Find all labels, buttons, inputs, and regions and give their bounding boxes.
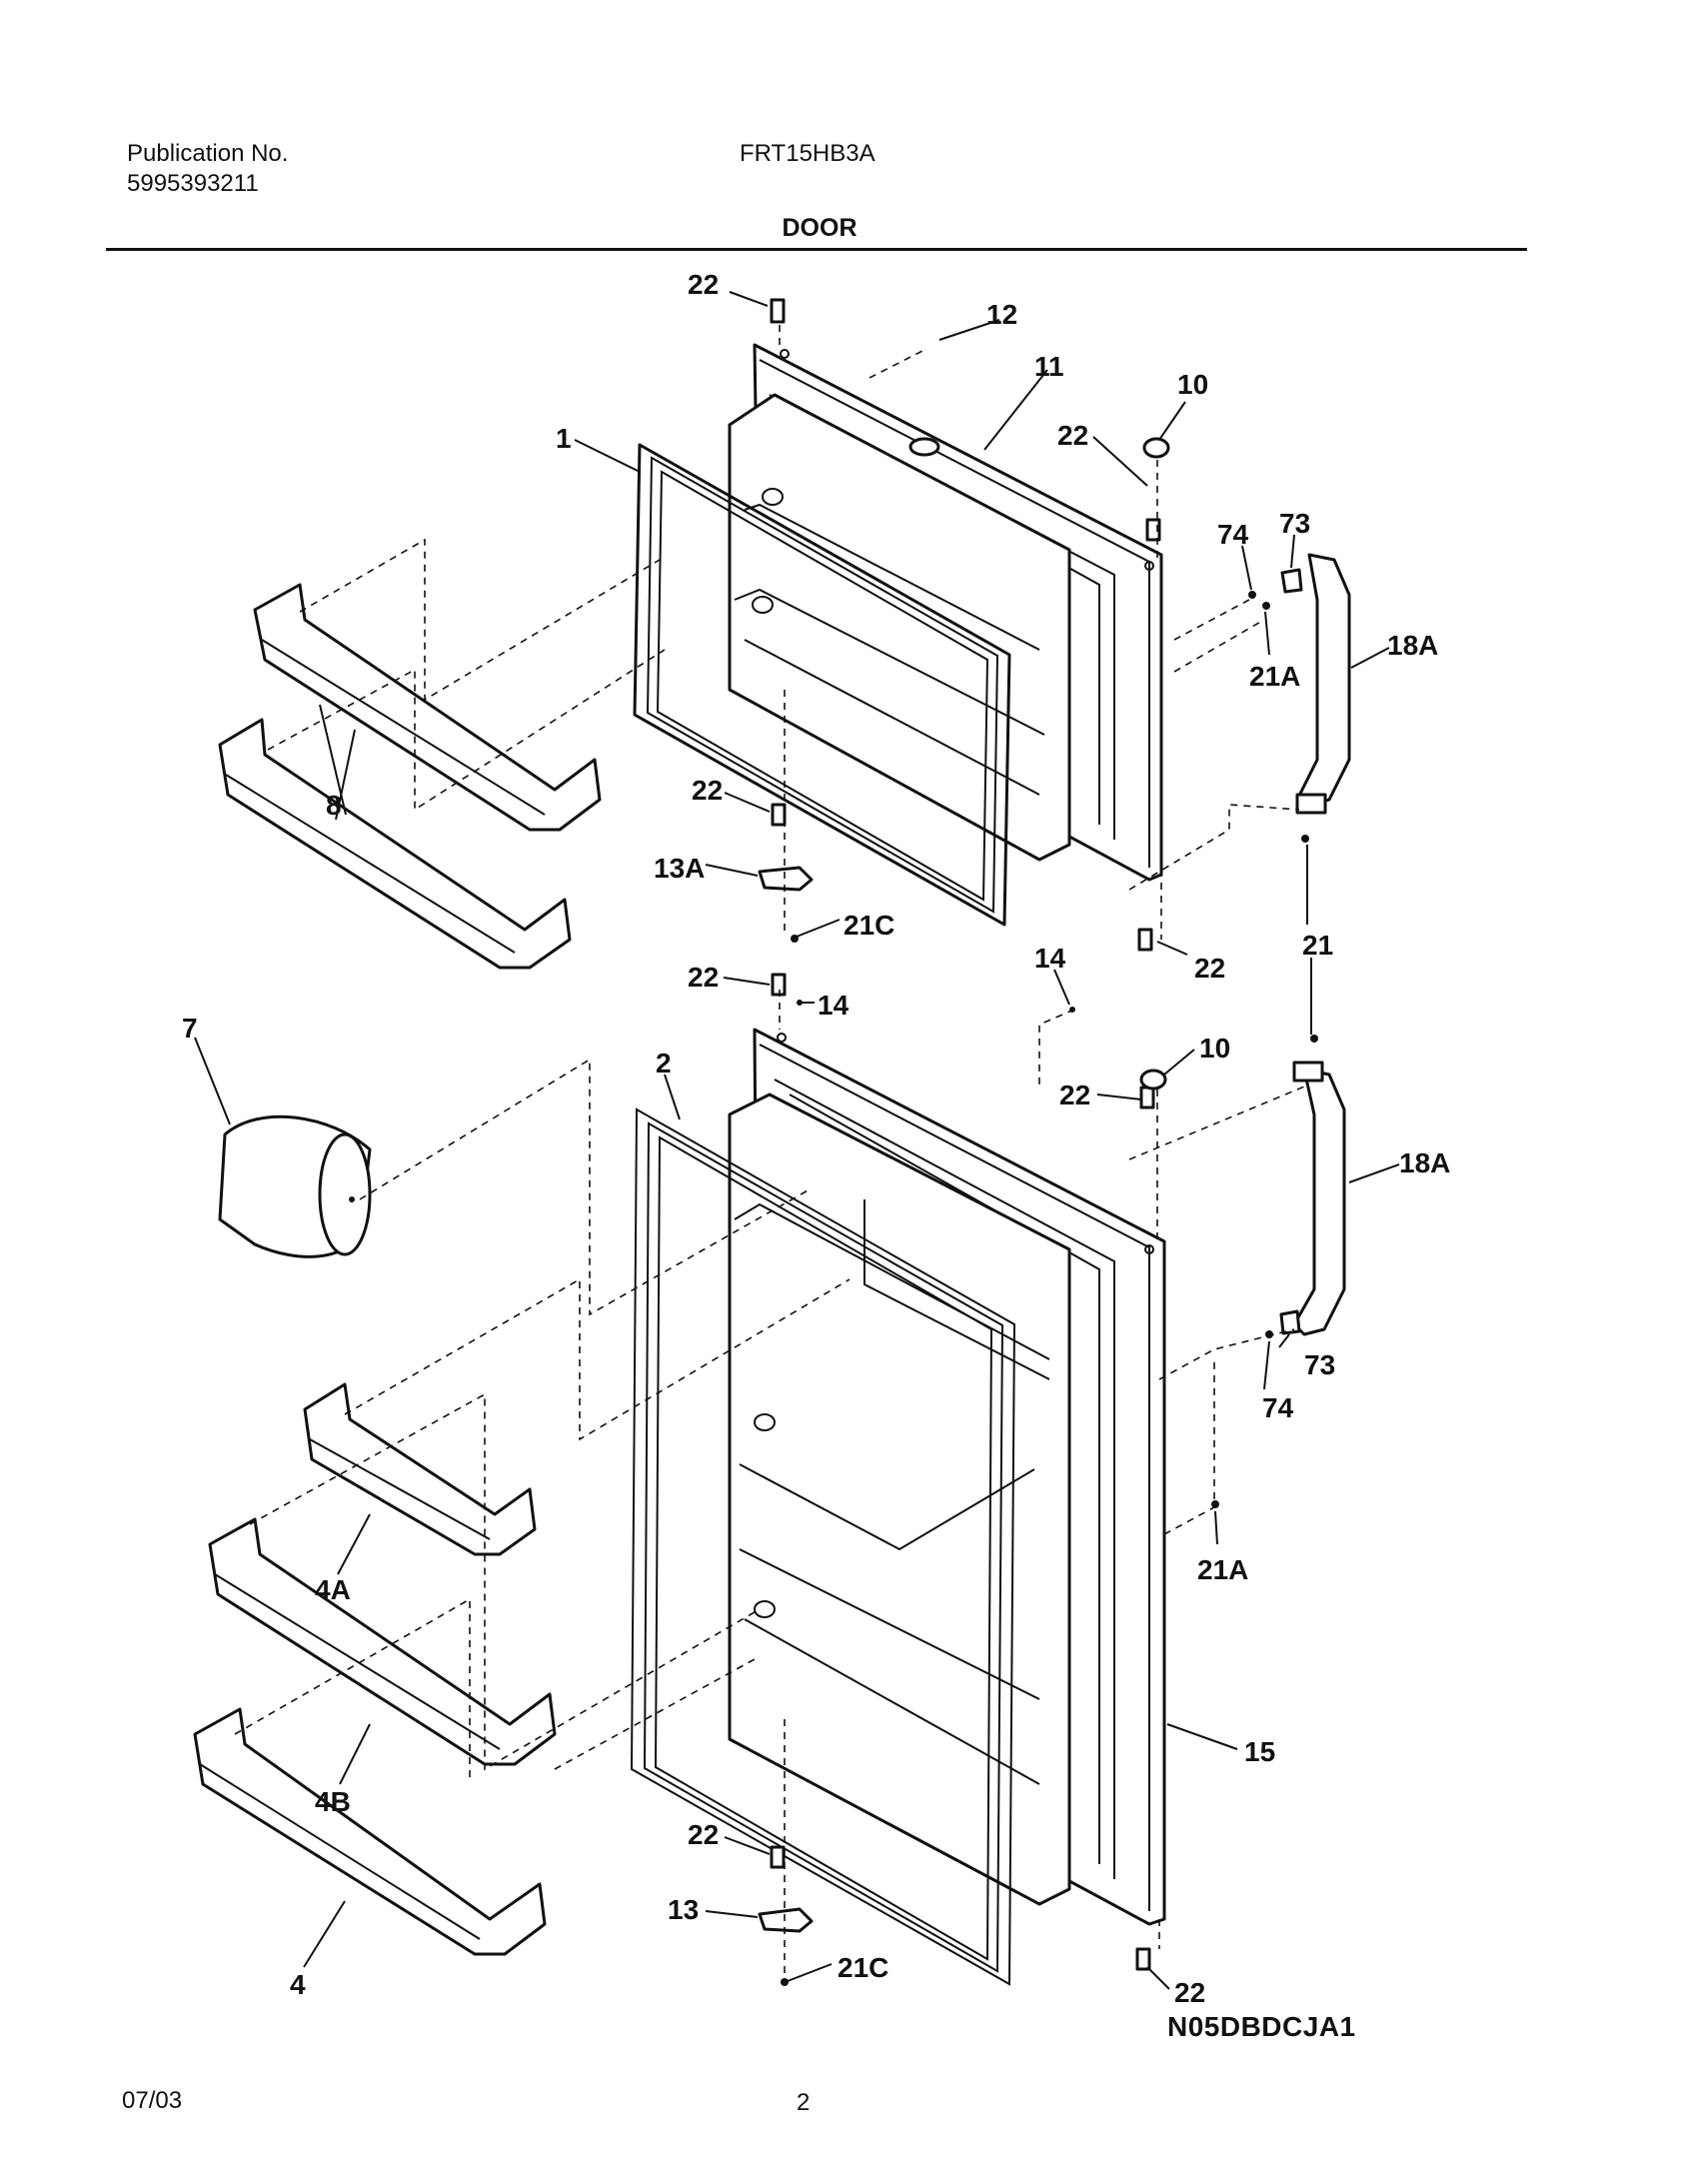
freezer-shelf-8-bottom <box>218 718 572 970</box>
callout-13: 13 <box>668 1894 699 1925</box>
callout-22-fresh-bottom: 22 <box>688 1819 719 1850</box>
callout-22-freezer-bottom: 22 <box>692 775 723 806</box>
callout-18a-bottom: 18A <box>1399 1147 1450 1178</box>
callout-labels: 22 12 11 10 22 1 74 73 21A 18A 8 22 13A … <box>182 269 1450 2008</box>
model-number: FRT15HB3A <box>740 140 875 167</box>
header-rule <box>106 248 1527 251</box>
fresh-food-gasket <box>630 1107 1016 1986</box>
figure-code: N05DBDCJA1 <box>1167 2011 1356 2042</box>
callout-10-top: 10 <box>1177 369 1208 400</box>
dairy-bin-7 <box>218 1114 372 1258</box>
footer-date: 07/03 <box>122 2087 183 2114</box>
freezer-door-liner <box>728 393 1071 862</box>
callout-18a-top: 18A <box>1387 630 1438 661</box>
callout-22-fresh-hinge: 22 <box>1174 1977 1205 2008</box>
callout-13a: 13A <box>654 853 705 884</box>
shelf-4 <box>193 1707 547 1956</box>
callout-22-freezer-hinge: 22 <box>1194 953 1225 984</box>
callout-74-bottom: 74 <box>1262 1392 1294 1423</box>
callout-21c-top: 21C <box>844 910 894 941</box>
callout-21c-bottom: 21C <box>838 1952 888 1983</box>
callout-14-left: 14 <box>818 990 850 1021</box>
callout-11: 11 <box>1034 351 1064 382</box>
callout-2: 2 <box>656 1048 672 1079</box>
callout-74-top: 74 <box>1217 519 1249 550</box>
callout-14-right: 14 <box>1034 943 1066 974</box>
callout-22-top: 22 <box>688 269 719 300</box>
callout-15: 15 <box>1244 1736 1275 1767</box>
publication-label: Publication No. <box>127 140 289 167</box>
freezer-gasket <box>633 443 1011 927</box>
page-number: 2 <box>797 2089 811 2116</box>
freezer-shelf-8-top <box>253 583 602 832</box>
callout-8: 8 <box>326 790 342 821</box>
fresh-food-handle-18a <box>1292 1061 1346 1336</box>
callout-22-freezer-top: 22 <box>1057 420 1088 451</box>
plugs-and-screws <box>781 437 1318 1986</box>
callout-4a: 4A <box>315 1574 351 1605</box>
callout-22-fresh-mid: 22 <box>1059 1080 1090 1110</box>
shelf-4b <box>208 1517 557 1766</box>
callout-21: 21 <box>1302 930 1333 961</box>
leader-lines <box>194 291 1400 1990</box>
callout-4: 4 <box>290 1969 306 2000</box>
section-title: DOOR <box>782 214 857 242</box>
hinge-pin-bushings <box>770 298 1161 1971</box>
callout-4b: 4B <box>315 1786 351 1817</box>
hinges <box>758 866 814 1933</box>
callout-73-bottom: 73 <box>1304 1349 1335 1380</box>
publication-number: 5995393211 <box>127 170 259 197</box>
callout-12: 12 <box>986 299 1017 330</box>
callout-21a-bottom: 21A <box>1197 1554 1248 1585</box>
callout-1: 1 <box>556 423 572 454</box>
assembly-lines <box>234 325 1310 1979</box>
shelf-4a <box>303 1382 537 1556</box>
callout-22-fresh-top: 22 <box>688 962 719 993</box>
freezer-handle-18a <box>1295 553 1351 815</box>
callout-7: 7 <box>182 1013 198 1044</box>
callout-21a-top: 21A <box>1249 661 1300 692</box>
callout-10-bottom: 10 <box>1199 1033 1230 1064</box>
callout-73-top: 73 <box>1279 508 1310 539</box>
